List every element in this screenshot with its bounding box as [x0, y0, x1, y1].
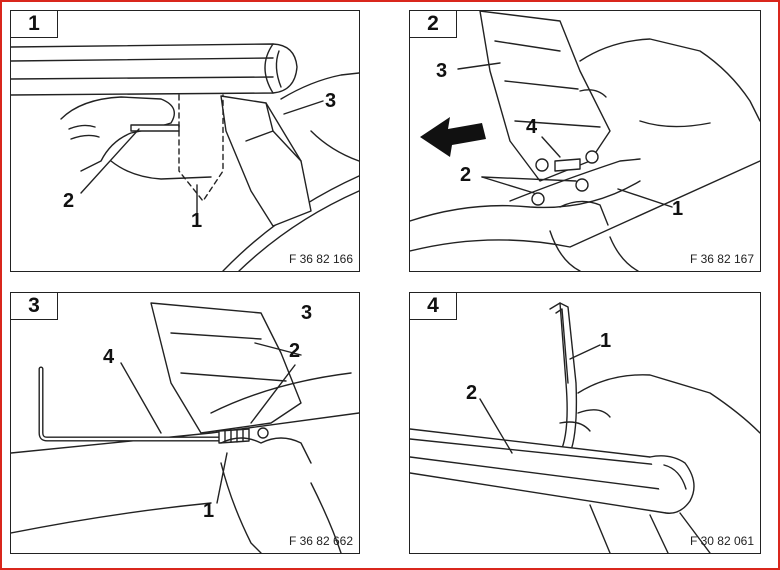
panel-3-figure-code: F 36 82 662 [288, 534, 353, 548]
panel-1-callout-2: 2 [63, 190, 75, 212]
panel-3-callout-4: 4 [103, 346, 115, 368]
panel-1-drawing [11, 43, 359, 271]
panel-1-figure-code: F 36 82 166 [288, 252, 353, 266]
panel-3: 3 [10, 292, 360, 554]
panel-4-drawing [410, 302, 760, 553]
panel-2-callout-3: 3 [436, 60, 448, 82]
panel-1: 1 [10, 10, 360, 272]
panel-4-callout-2: 2 [466, 382, 478, 404]
panel-1-number: 1 [11, 11, 58, 38]
panel-3-callout-2: 2 [289, 340, 301, 362]
panel-2: 2 [409, 10, 761, 272]
panel-1-callout-3: 3 [325, 90, 337, 112]
direction-arrow-icon [420, 117, 486, 157]
panel-3-callout-3: 3 [301, 302, 313, 324]
panel-4-number: 4 [410, 293, 457, 320]
panel-3-callout-1: 1 [203, 500, 215, 522]
panel-2-number: 2 [410, 11, 457, 38]
panel-2-drawing [410, 11, 760, 271]
panel-3-number: 3 [11, 293, 58, 320]
panel-4-callout-1: 1 [600, 330, 612, 352]
panel-2-callout-2: 2 [460, 164, 472, 186]
panel-2-callout-4: 4 [526, 116, 538, 138]
panel-4-figure-code: F 30 82 061 [689, 534, 754, 548]
panel-2-figure-code: F 36 82 167 [689, 252, 754, 266]
panel-1-callout-1: 1 [191, 210, 203, 232]
panel-2-callout-1: 1 [672, 198, 684, 220]
panel-3-drawing [11, 302, 359, 553]
panel-4: 4 [409, 292, 761, 554]
